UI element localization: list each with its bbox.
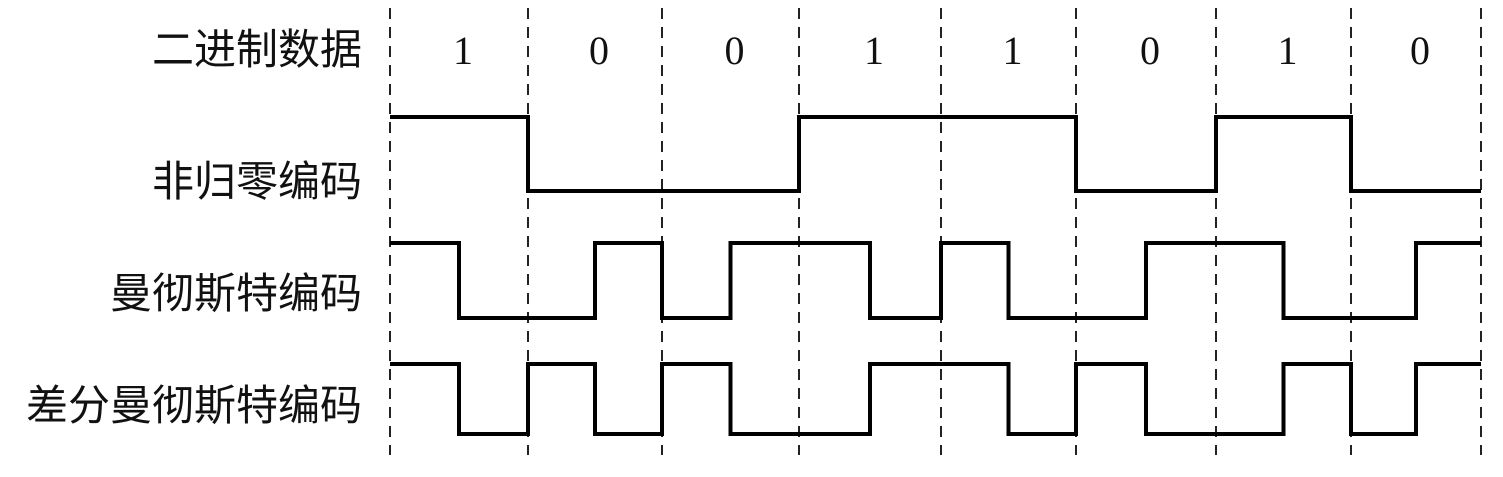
row-label-manchester: 曼彻斯特编码 <box>110 269 362 318</box>
bit-value: 0 <box>589 28 609 73</box>
diff-manchester-waveform <box>390 362 1481 436</box>
row-label-binary: 二进制数据 <box>152 25 362 74</box>
bit-value: 1 <box>1278 28 1298 73</box>
bit-value: 1 <box>864 28 884 73</box>
row-label-diff-manchester: 差分曼彻斯特编码 <box>26 381 362 430</box>
bit-values: 1 0 0 1 1 0 1 0 <box>453 28 1430 73</box>
manchester-waveform <box>390 241 1481 320</box>
nrz-waveform <box>390 115 1481 193</box>
bit-value: 0 <box>725 28 745 73</box>
bit-value: 1 <box>1003 28 1023 73</box>
row-label-nrz: 非归零编码 <box>152 157 362 206</box>
bit-boundary-gridlines <box>389 8 1482 455</box>
bit-value: 0 <box>1410 28 1430 73</box>
bit-value: 1 <box>453 28 473 73</box>
bit-value: 0 <box>1140 28 1160 73</box>
